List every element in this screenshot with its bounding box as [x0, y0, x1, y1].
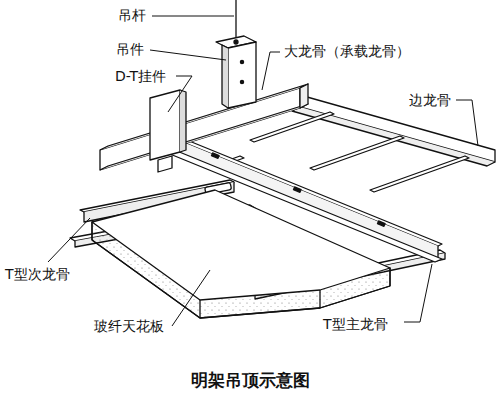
dt-hanger [150, 90, 186, 172]
leader-line [456, 100, 478, 146]
part-label: 大龙骨（承载龙骨） [283, 43, 411, 59]
leader-line [152, 16, 234, 17]
leader-line [404, 264, 432, 322]
part-label: 吊件 [115, 41, 145, 57]
leader-line [262, 52, 280, 90]
ceiling-panel [92, 190, 390, 318]
leader-line [48, 218, 90, 262]
leader-line [172, 270, 210, 326]
part-label: 吊杆 [117, 7, 147, 23]
main-channel [100, 84, 308, 170]
leader-lines [48, 16, 478, 326]
caption: 明架吊顶示意图 [191, 370, 310, 390]
part-label: D-T挂件 [114, 68, 167, 84]
leader-line [168, 76, 192, 112]
part-label: T型主龙骨 [322, 316, 389, 332]
leader-line [150, 50, 226, 60]
part-label: 边龙骨 [408, 92, 452, 108]
part-label: 玻纤天花板 [93, 318, 165, 334]
part-label: T型次龙骨 [4, 266, 71, 282]
edge-angle [292, 95, 495, 166]
